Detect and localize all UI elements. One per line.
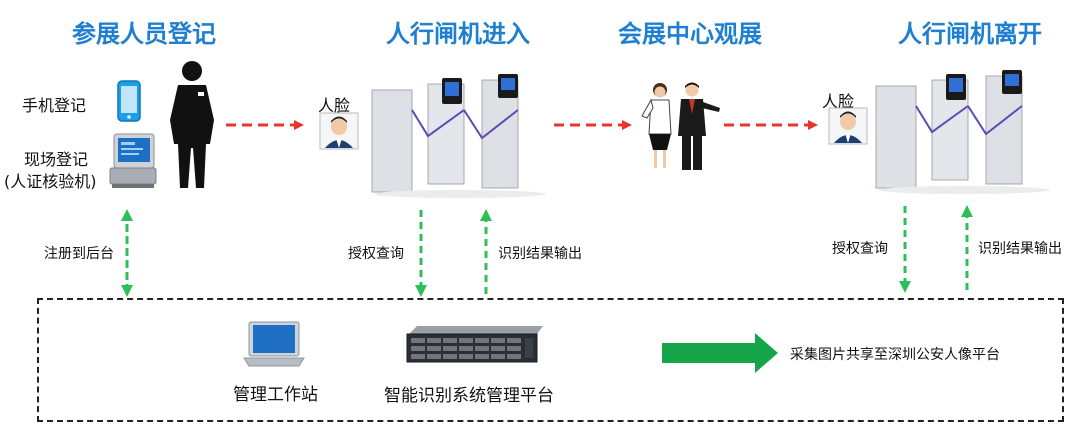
stage-title-exit: 人行闸机离开 <box>898 20 1042 48</box>
face-label-entry: 人脸 <box>318 96 351 115</box>
share-arrow <box>662 333 778 373</box>
entry-result-output-label: 识别结果输出 <box>498 246 582 262</box>
verification-kiosk-icon <box>109 133 157 188</box>
share-label: 采集图片共享至深圳公安人像平台 <box>790 347 1000 363</box>
workstation-label: 管理工作站 <box>233 385 318 405</box>
server-icon <box>406 326 543 363</box>
laptop-icon <box>243 321 305 367</box>
platform-label: 智能识别系统管理平台 <box>384 386 554 406</box>
person-silhouette-icon <box>170 61 214 188</box>
mobile-registration-label: 手机登记 <box>22 96 87 115</box>
turnstile-gate-icon <box>875 70 1050 194</box>
turnstile-gate-icon <box>371 74 546 198</box>
stage-title-entry: 人行闸机进入 <box>386 20 530 48</box>
onsite-registration-label: 现场登记 <box>24 150 89 169</box>
backend-system-box <box>37 298 1064 422</box>
face-label-exit: 人脸 <box>822 92 855 111</box>
exit-auth-query-label: 授权查询 <box>832 241 888 257</box>
kiosk-label: (人证核验机) <box>4 172 97 191</box>
stage-title-visit: 会展中心观展 <box>618 20 762 48</box>
face-id-icon <box>319 112 359 150</box>
phone-icon <box>117 80 141 122</box>
visitors-icon <box>641 82 720 170</box>
entry-auth-query-label: 授权查询 <box>348 246 404 262</box>
stage-title-register: 参展人员登记 <box>72 20 216 48</box>
face-id-icon <box>828 107 868 145</box>
register-backend-label: 注册到后台 <box>44 246 114 262</box>
exit-result-output-label: 识别结果输出 <box>978 241 1062 257</box>
